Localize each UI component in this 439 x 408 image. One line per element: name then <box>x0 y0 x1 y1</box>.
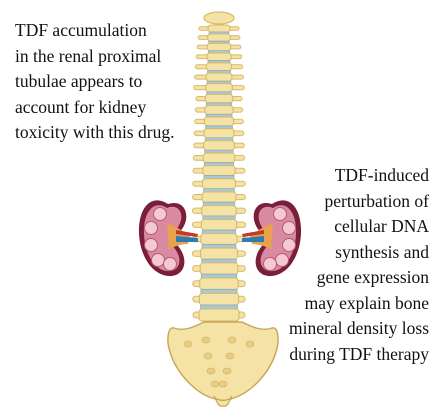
vertebra <box>201 191 237 203</box>
right-kidney-vessel <box>242 236 264 242</box>
sacral-foramen <box>225 352 235 360</box>
sacral-foramen <box>227 336 237 344</box>
caption-line: synthesis and <box>335 241 429 262</box>
kidney-lobe <box>151 253 165 267</box>
bone-density-caption: TDF-induced perturbation of cellular DNA… <box>289 163 429 367</box>
left-kidney-artery <box>176 230 198 237</box>
vertebra <box>206 52 232 62</box>
vertebra <box>204 93 234 104</box>
kidney-toxicity-caption: TDF accumulation in the renal proximal t… <box>15 18 174 146</box>
pelvis-shape <box>167 321 279 401</box>
sacral-foramen <box>206 367 216 375</box>
vertebra <box>203 140 235 151</box>
kidney-lobe <box>263 257 277 271</box>
pelvis-illustration <box>167 321 279 407</box>
kidney-lobe <box>282 238 296 252</box>
vertebra <box>198 308 240 322</box>
caption-line: may explain bone <box>304 292 429 313</box>
sacral-foramen <box>201 336 211 344</box>
vertebra <box>204 104 234 115</box>
caption-line: during TDF therapy <box>289 343 429 364</box>
sacral-foramen <box>210 380 220 388</box>
caption-line: in the renal proximal <box>15 45 162 66</box>
sacral-foramen <box>222 367 232 375</box>
vertebra <box>202 165 236 177</box>
caption-line: gene expression <box>316 267 429 287</box>
intervertebral-disc <box>200 289 238 294</box>
vertebra <box>203 116 235 127</box>
caption-line: tubulae appears to <box>15 71 143 91</box>
vertebra <box>201 204 237 217</box>
kidney-lobe <box>275 253 289 267</box>
sacral-foramen <box>245 340 255 348</box>
vertebra <box>202 152 236 164</box>
caption-line: TDF-induced <box>334 165 429 185</box>
intervertebral-disc <box>200 273 238 279</box>
coccyx-shape <box>213 395 233 407</box>
right-kidney-artery <box>242 230 264 237</box>
intervertebral-disc <box>200 304 238 310</box>
right-kidney-illustration <box>242 200 302 277</box>
vertebra <box>205 83 233 93</box>
vertebra <box>207 24 231 33</box>
sacral-foramen <box>218 380 228 388</box>
kidney-lobe <box>144 221 158 235</box>
kidney-lobe <box>144 238 158 252</box>
vertebra <box>199 262 239 275</box>
vertebra <box>206 42 232 52</box>
sacral-foramina <box>183 336 255 388</box>
right-kidney-lobes <box>263 207 296 271</box>
kidney-lobe <box>282 221 296 235</box>
kidney-lobe <box>273 207 287 221</box>
kidney-lobe <box>153 207 167 221</box>
spine-illustration <box>191 11 247 322</box>
caption-line: account for kidney <box>15 96 147 117</box>
sacral-foramen <box>183 340 193 348</box>
vertebra <box>205 62 233 72</box>
caption-line: perturbation of <box>324 190 429 211</box>
vertebra <box>200 247 238 260</box>
sacral-foramen <box>203 352 213 360</box>
left-kidney-illustration <box>138 200 198 277</box>
vertebra <box>207 33 231 42</box>
caption-line: cellular DNA <box>334 216 429 236</box>
vertebra <box>199 277 239 291</box>
caption-line: TDF accumulation <box>15 20 147 40</box>
left-kidney-vessel <box>176 236 198 242</box>
kidney-lobe <box>163 257 177 271</box>
vertebra <box>201 178 237 190</box>
left-kidney-lobes <box>144 207 177 271</box>
vertebra <box>203 128 235 139</box>
vertebra <box>205 72 233 82</box>
atlas-vertebra <box>203 11 235 25</box>
vertebra <box>200 233 238 246</box>
caption-line: mineral density loss <box>289 318 429 338</box>
vertebra <box>200 218 238 231</box>
vertebra <box>198 292 240 306</box>
caption-line: toxicity with this drug. <box>15 122 175 142</box>
